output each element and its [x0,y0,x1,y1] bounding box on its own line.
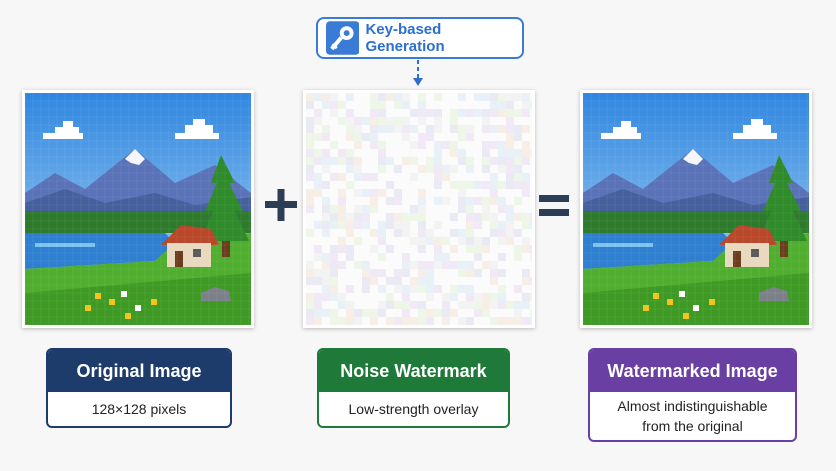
house-door [175,251,183,267]
flower-3 [693,305,699,311]
lake [25,233,175,269]
pine-tree [201,155,249,241]
snow-cap [683,149,703,165]
house-wall [167,243,211,267]
equals-operator [539,195,569,216]
noise-watermark-description: Low-strength overlay [348,401,479,417]
watermarked-image-title: Watermarked Image [590,350,795,392]
dashed-arrow-down [413,60,423,86]
original-image-description: 128×128 pixels [91,401,187,417]
watermarked-image-description: Almost indistinguishable from the origin… [590,392,795,440]
cloud-right [733,119,777,139]
house-window [751,249,759,257]
flower-6 [125,313,131,319]
flower-0 [653,293,659,299]
tree-trunk [780,241,788,257]
flower-5 [709,299,715,305]
lake [583,233,733,269]
cloud-left [601,121,641,139]
original-image-card: Original Image 128×128 pixels [46,348,232,428]
cloud-right [175,119,219,139]
original-image-frame [22,90,254,328]
watermarked-description-line1: Almost indistinguishable [617,398,768,414]
key-based-generation-box: Key-based Generation [316,17,524,59]
original-pixel-landscape [25,93,251,325]
meadow-front [25,273,251,325]
house-wall [725,243,769,267]
flower-4 [643,305,649,311]
house-window [193,249,201,257]
cloud-left [43,121,83,139]
noise-pattern [306,93,532,325]
noise-watermark-title: Noise Watermark [319,350,508,392]
flower-1 [109,299,115,305]
noise-watermark-card: Noise Watermark Low-strength overlay [317,348,510,428]
house-door [733,251,741,267]
flower-1 [667,299,673,305]
flower-5 [151,299,157,305]
key-based-generation-label: Key-based Generation [365,21,445,55]
flower-2 [679,291,685,297]
lake-highlight [593,243,653,247]
watermarked-description-line2: from the original [642,418,743,434]
meadow-front [583,273,809,325]
house-roof [719,225,777,245]
lake-highlight [35,243,95,247]
watermarked-pixel-landscape [583,93,809,325]
rock [759,287,789,301]
original-image-title: Original Image [48,350,230,392]
watermarked-image-frame [580,90,812,328]
tree-trunk [222,241,230,257]
snow-cap [125,149,145,165]
flower-2 [121,291,127,297]
rock [201,287,231,301]
flower-0 [95,293,101,299]
noise-watermark-frame [303,90,535,328]
flower-3 [135,305,141,311]
flower-4 [85,305,91,311]
pine-tree [759,155,807,241]
flower-6 [683,313,689,319]
key-icon [326,21,360,55]
house-roof [161,225,219,245]
plus-operator [265,189,297,221]
watermarked-image-card: Watermarked Image Almost indistinguishab… [588,348,797,442]
